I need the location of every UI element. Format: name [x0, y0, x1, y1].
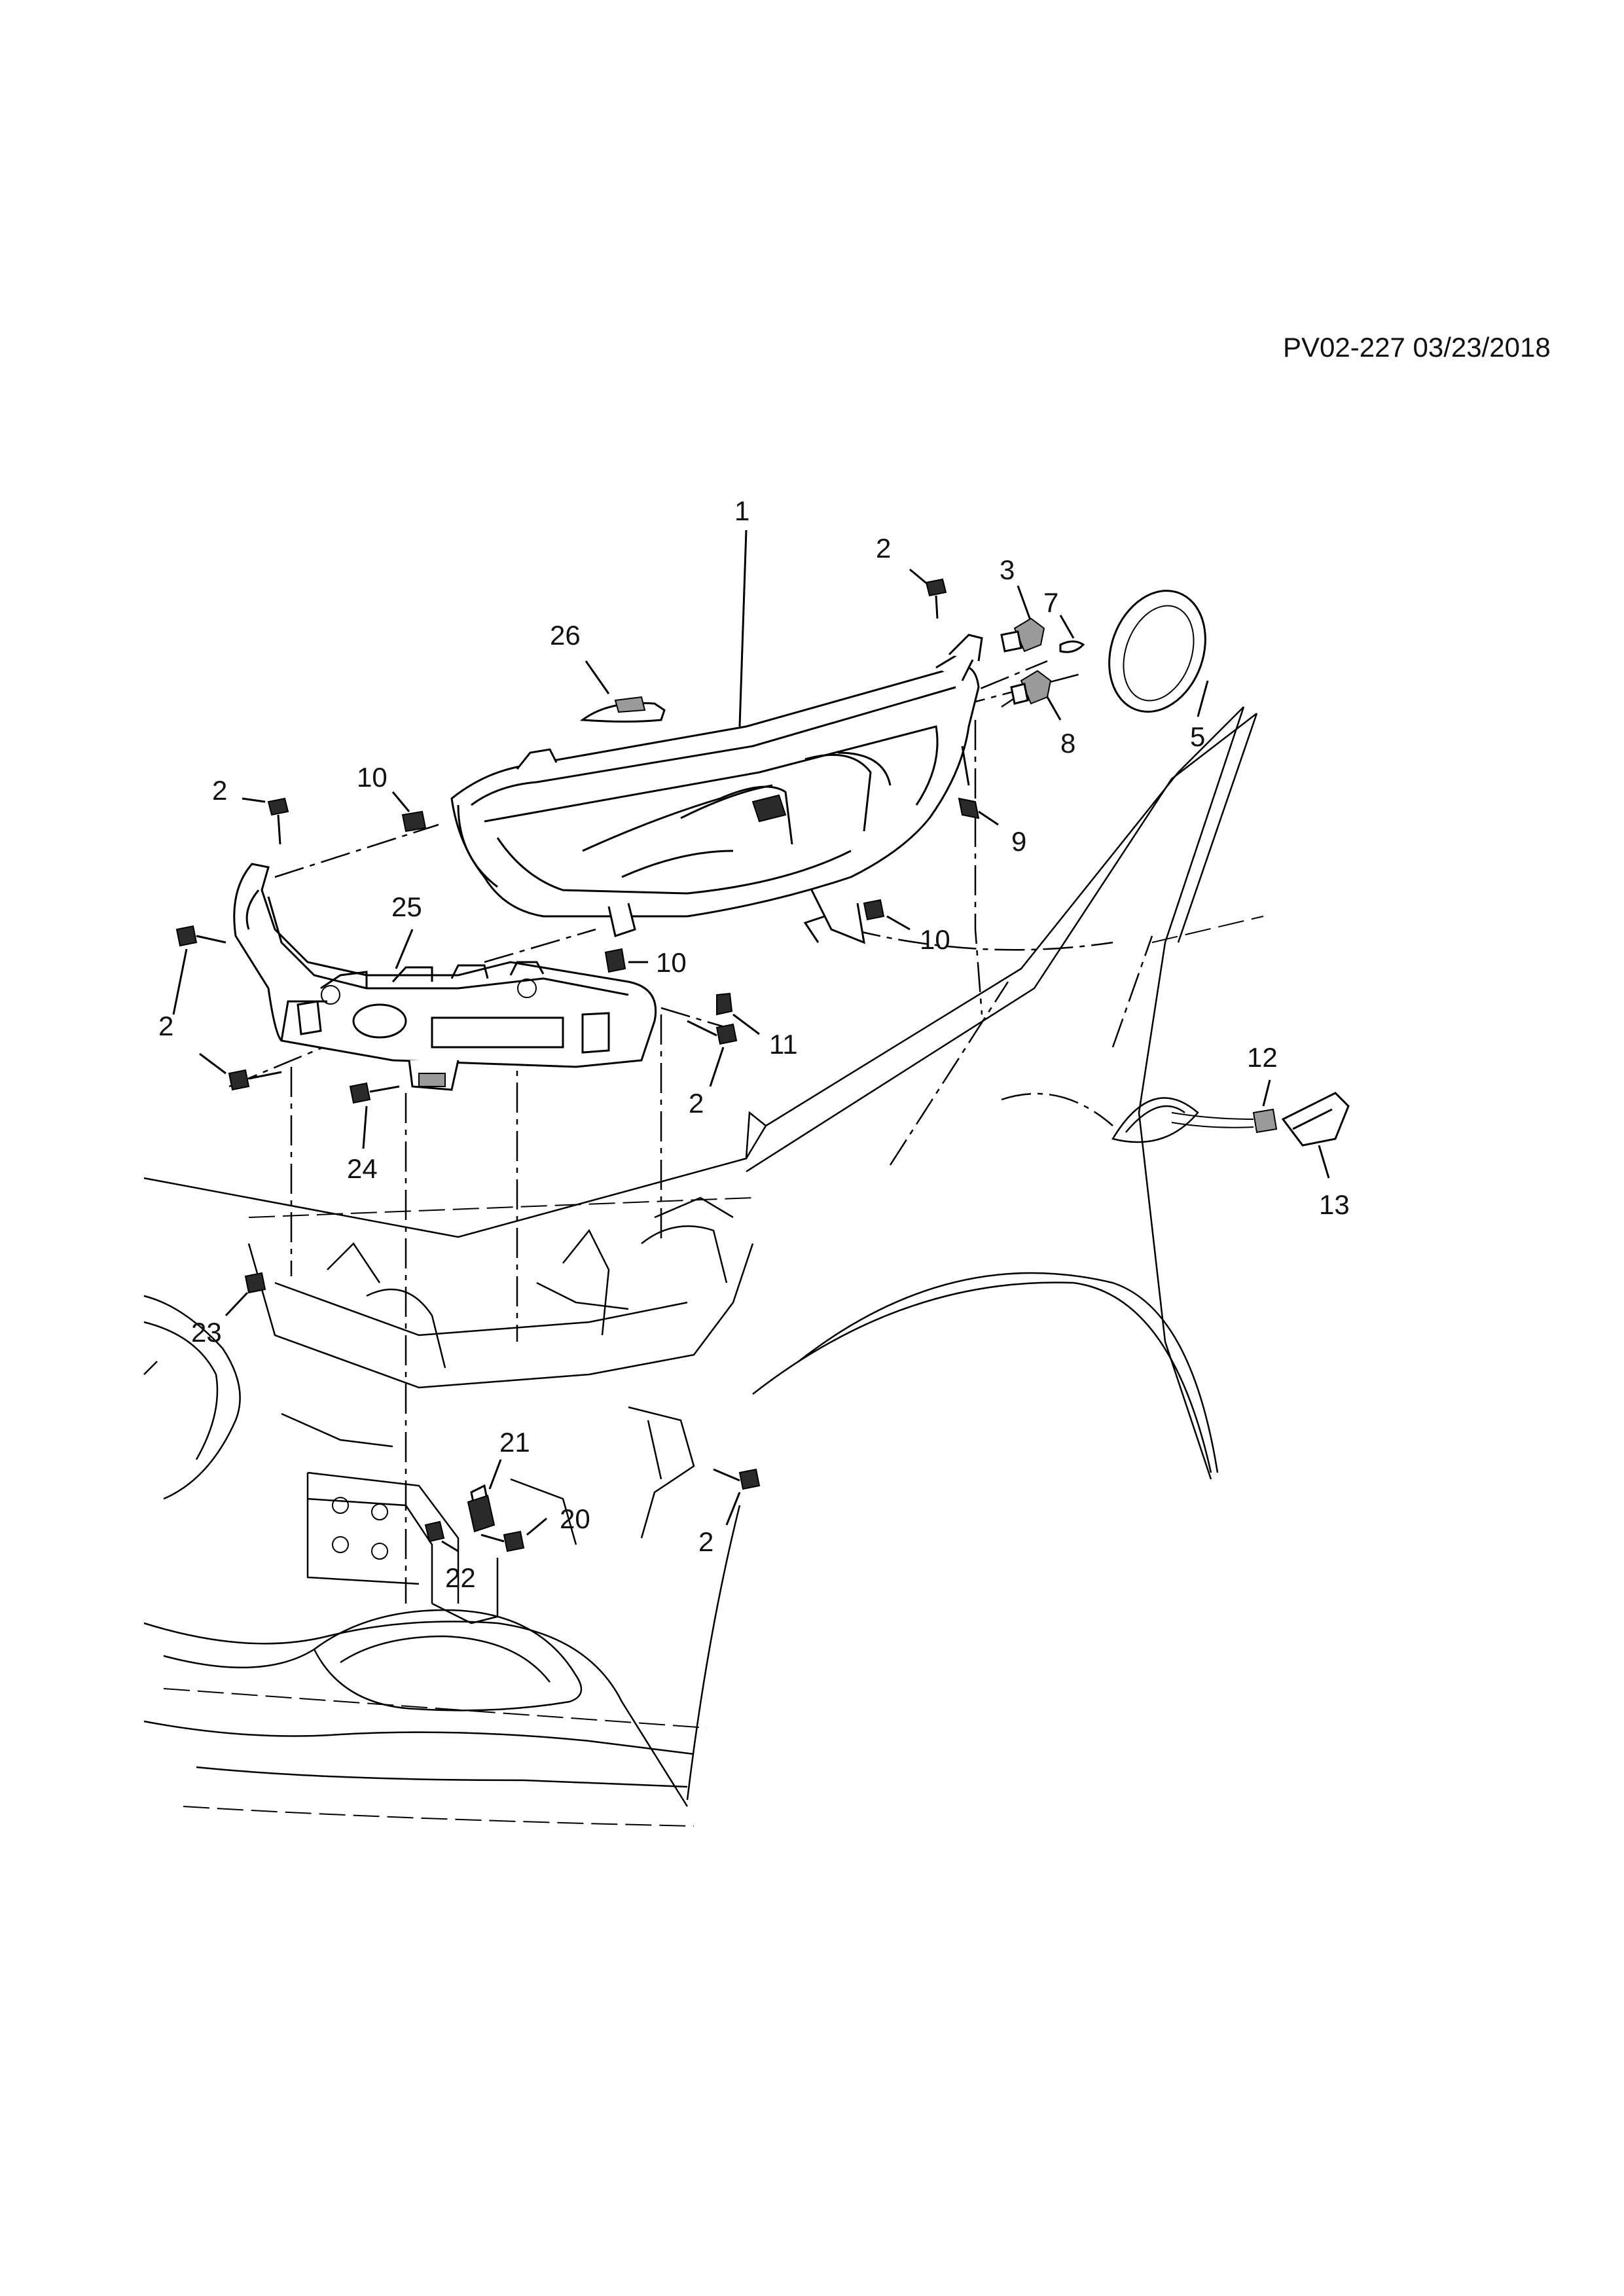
side-marker-lamp [1171, 1079, 1350, 1179]
callout-5: 5 [1190, 721, 1205, 752]
callout-21: 21 [499, 1427, 530, 1458]
bracket-bolts [172, 797, 761, 1526]
callout-2-fender: 2 [698, 1526, 713, 1557]
callout-25: 25 [391, 891, 422, 922]
clips [391, 791, 999, 1035]
callout-13: 13 [1319, 1189, 1350, 1220]
headlamp-assembly [450, 529, 983, 944]
callout-23: 23 [191, 1317, 222, 1348]
lower-bracket-parts [424, 1459, 547, 1552]
callout-8: 8 [1060, 728, 1075, 759]
callout-2-upper-left: 2 [212, 775, 227, 806]
assembly-lines [228, 660, 1153, 1604]
callout-9: 9 [1011, 826, 1026, 857]
diagram-code: PV02-227 03/23/2018 [1283, 332, 1551, 363]
callout-11: 11 [769, 1029, 798, 1060]
vehicle-body-outline [143, 706, 1264, 1827]
callout-10-right: 10 [920, 924, 950, 955]
callout-26: 26 [550, 620, 581, 651]
callout-7: 7 [1043, 587, 1058, 618]
callout-12: 12 [1247, 1042, 1278, 1073]
callout-20: 20 [560, 1503, 590, 1534]
callout-24: 24 [347, 1153, 378, 1184]
callout-10-upper: 10 [357, 762, 388, 793]
callout-1: 1 [734, 495, 749, 526]
callout-labels: 1 2 2 2 2 2 2 3 5 7 8 9 10 10 10 11 12 1… [158, 495, 1350, 1593]
callout-3: 3 [1000, 554, 1015, 585]
part-25-bracket [233, 863, 657, 1091]
callout-2-mid: 2 [689, 1088, 704, 1119]
callout-10-center: 10 [656, 947, 687, 978]
bulb-and-bolt-parts [909, 568, 1209, 721]
callout-22: 22 [445, 1562, 476, 1593]
callout-2-left: 2 [158, 1011, 173, 1041]
callout-2-top: 2 [876, 533, 891, 564]
leader-1 [738, 529, 748, 727]
part-26-cap [579, 660, 666, 723]
